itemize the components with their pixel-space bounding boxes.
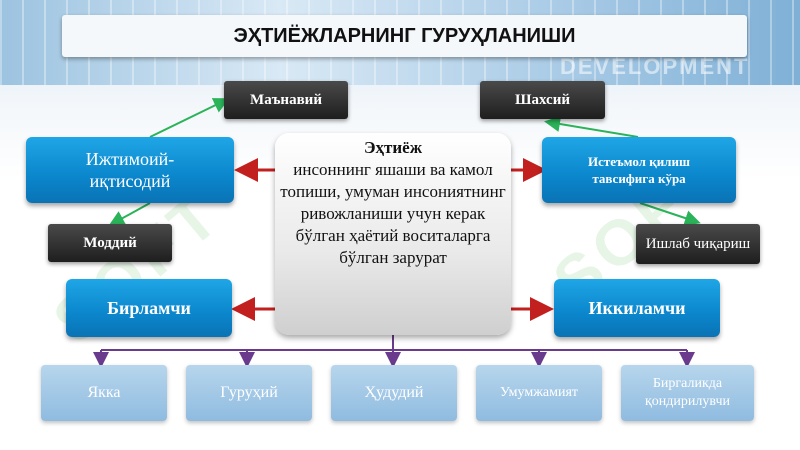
page-title: ЭҲТИЁЖЛАРНИНГ ГУРУҲЛАНИШИ bbox=[62, 15, 747, 57]
background-text: DEVELOPMENT bbox=[560, 54, 750, 79]
central-definition: Эҳтиёж инсоннинг яшаши ва камол топиши, … bbox=[275, 133, 511, 335]
node-socio-economic: Ижтимоий-иқтисодий bbox=[26, 137, 234, 203]
arrow-to-production bbox=[639, 202, 701, 226]
node-bottom-3: Ҳудудий bbox=[331, 365, 457, 421]
node-personal: Шахсий bbox=[480, 81, 605, 119]
node-bottom-1: Якка bbox=[41, 365, 167, 421]
node-primary: Бирламчи bbox=[66, 279, 232, 337]
arrow-to-material bbox=[108, 202, 151, 226]
central-lead: Эҳтиёж bbox=[363, 138, 423, 157]
node-consumption: Истеъмол қилиш тавсифига кўра bbox=[542, 137, 736, 203]
node-bottom-5: Биргаликда қондирилувчи bbox=[621, 365, 754, 421]
node-bottom-4: Умумжамият bbox=[476, 365, 602, 421]
node-material: Моддий bbox=[48, 224, 172, 262]
central-body: инсоннинг яшаши ва камол топиши, умуман … bbox=[280, 160, 506, 267]
arrow-to-spiritual bbox=[149, 98, 230, 138]
node-bottom-2: Гуруҳий bbox=[186, 365, 312, 421]
node-production: Ишлаб чиқариш bbox=[636, 224, 760, 264]
node-spiritual: Маънавий bbox=[224, 81, 348, 119]
node-secondary: Иккиламчи bbox=[554, 279, 720, 337]
arrow-to-personal bbox=[544, 116, 639, 138]
